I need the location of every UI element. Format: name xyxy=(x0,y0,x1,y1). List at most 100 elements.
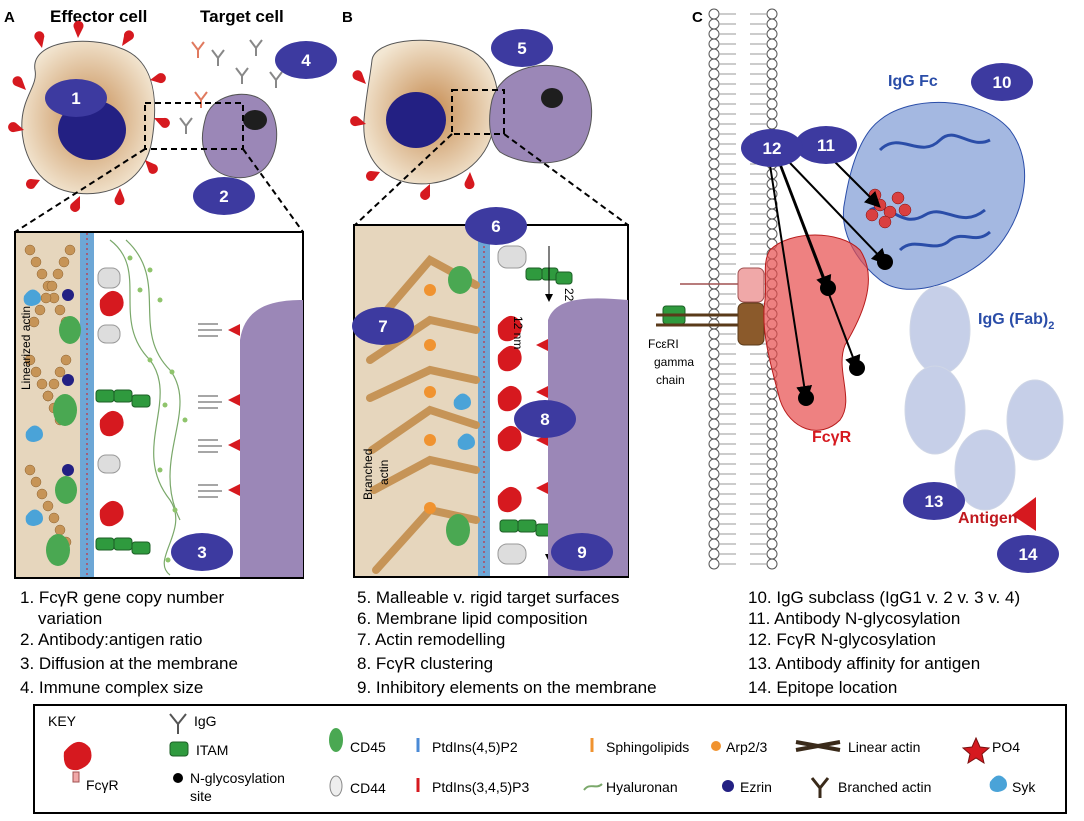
cd45-a xyxy=(46,316,81,566)
factor-2: 2. Antibody:antigen ratio xyxy=(20,630,202,649)
lipid-head xyxy=(766,528,778,540)
igg-fab-label-main: IgG (Fab) xyxy=(978,311,1048,328)
fcgr-zoom-b xyxy=(497,315,522,513)
linearized-actin-label: Linearized actin xyxy=(19,306,33,390)
lipid-head xyxy=(708,178,720,190)
lipid-head xyxy=(708,28,720,40)
factor-13: 13. Antibody affinity for antigen xyxy=(748,654,980,673)
lipid-head xyxy=(708,88,720,100)
gamma-label-1: FcεRI xyxy=(648,337,679,351)
lipid-head xyxy=(766,388,778,400)
lipid-head xyxy=(708,208,720,220)
factor-8: 8. FcγR clustering xyxy=(357,654,493,673)
badge-12-label: 12 xyxy=(763,139,782,158)
lipid-head xyxy=(708,548,720,560)
fcgr-structure xyxy=(763,234,869,431)
key-fcgr-stem-icon xyxy=(72,771,80,783)
badge-7-label: 7 xyxy=(378,317,387,336)
lipid-head xyxy=(708,328,720,340)
gamma-label-3: chain xyxy=(656,373,685,387)
lipid-head xyxy=(766,408,778,420)
syk-b xyxy=(453,393,475,450)
antigen-label: Antigen xyxy=(958,510,1018,527)
lipid-head xyxy=(766,208,778,220)
gamma-label-2: gamma xyxy=(654,355,694,369)
lipid-head xyxy=(766,88,778,100)
badge-13-label: 13 xyxy=(925,492,944,511)
linear-actin xyxy=(24,244,76,548)
lipid-head xyxy=(708,78,720,90)
key-pip2-label: PtdIns(4,5)P2 xyxy=(432,739,518,755)
igg-fc-structure xyxy=(843,101,1026,290)
lipid-head xyxy=(708,488,720,500)
lipid-head xyxy=(766,78,778,90)
target-cell-b xyxy=(489,64,593,164)
fcgr-zoom-a xyxy=(99,290,124,527)
lipid-head xyxy=(708,408,720,420)
effector-receptors-b xyxy=(350,70,475,200)
badge-14-label: 14 xyxy=(1019,545,1038,564)
branched-actin-label-1: Branched xyxy=(361,449,375,500)
badge-1-label: 1 xyxy=(71,89,80,108)
key-cd44-icon xyxy=(329,775,343,797)
lipid-head xyxy=(766,538,778,550)
dim-label-12: 12 nm xyxy=(511,316,525,349)
lipid-head xyxy=(708,468,720,480)
pointer-arrows xyxy=(769,156,888,402)
zoom-box-b xyxy=(451,89,505,135)
key-po4-label: PO4 xyxy=(992,739,1020,755)
panel-a-letter: A xyxy=(4,9,15,26)
lipid-head xyxy=(708,68,720,80)
factor-6: 6. Membrane lipid composition xyxy=(357,609,588,628)
factor-1: 1. FcγR gene copy number xyxy=(20,588,224,607)
badge-9-label: 9 xyxy=(577,543,586,562)
panel-b-letter: B xyxy=(342,9,353,26)
badge-6-label: 6 xyxy=(491,217,500,236)
lipid-head xyxy=(766,48,778,60)
factor-9: 9. Inhibitory elements on the membrane xyxy=(357,678,657,697)
lipid-head xyxy=(708,498,720,510)
lipid-head xyxy=(766,38,778,50)
lipid-head xyxy=(766,228,778,240)
lipid-head xyxy=(708,198,720,210)
key-itam-icon xyxy=(169,741,189,757)
effector-cell-title: Effector cell xyxy=(50,7,147,26)
factor-1-cont: variation xyxy=(38,609,102,628)
key-cd45-label: CD45 xyxy=(350,739,386,755)
badge-9 xyxy=(551,533,613,571)
key-box: KEY FcγR IgG ITAM N-glycosylation site C… xyxy=(33,704,1067,814)
target-cell-title: Target cell xyxy=(200,7,284,26)
arp23-b xyxy=(424,284,436,514)
zoom-box-a xyxy=(144,102,244,150)
lipid-head xyxy=(708,148,720,160)
key-syk-icon xyxy=(989,775,1007,792)
antigen-c xyxy=(1012,497,1036,531)
factor-list-3: 10. IgG subclass (IgG1 v. 2 v. 3 v. 4) 1… xyxy=(748,588,1020,697)
key-syk-label: Syk xyxy=(1012,779,1036,795)
hyaluronan-a xyxy=(109,239,181,576)
lipid-head xyxy=(708,438,720,450)
badge-10 xyxy=(971,63,1033,101)
key-pip3-label: PtdIns(3,4,5)P3 xyxy=(432,779,529,795)
lipid-head xyxy=(766,498,778,510)
lipid-head xyxy=(708,158,720,170)
factor-list-1: 1. FcγR gene copy number variation 2. An… xyxy=(20,588,238,697)
badge-14 xyxy=(997,535,1059,573)
key-itam-label: ITAM xyxy=(196,742,228,758)
lipid-head xyxy=(708,268,720,280)
lipid-head xyxy=(766,468,778,480)
lipid-head xyxy=(708,128,720,140)
lipid-head xyxy=(708,108,720,120)
lipid-head xyxy=(708,398,720,410)
key-linear-actin-label: Linear actin xyxy=(848,739,920,755)
target-surface-b xyxy=(548,298,628,576)
lipid-head xyxy=(766,558,778,570)
fcgr-label: FcγR xyxy=(812,429,852,446)
key-nglyc-label-1: N-glycosylation xyxy=(190,770,285,786)
badge-11 xyxy=(795,126,857,164)
lipid-head xyxy=(766,68,778,80)
lipid-head xyxy=(766,398,778,410)
branched-actin-label-2: actin xyxy=(377,460,391,485)
fcgr-anchor xyxy=(737,267,765,303)
